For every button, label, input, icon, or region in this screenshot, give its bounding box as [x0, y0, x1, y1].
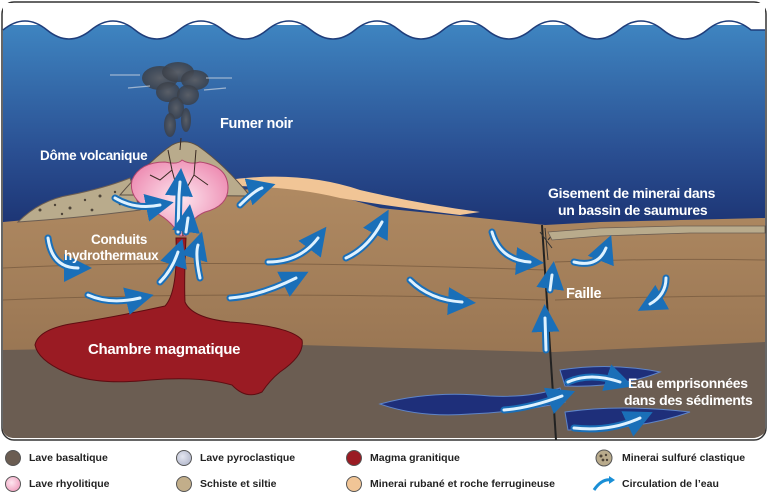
smoke-streaks [110, 74, 232, 91]
ore-icon [595, 449, 613, 467]
circulation-arrow-highlight [648, 276, 668, 306]
circulation-arrows [44, 168, 670, 437]
clastic-sulfide-ore [16, 177, 141, 223]
label-conduits: Conduits [91, 232, 147, 247]
label-faille: Faille [566, 286, 602, 302]
legend-item-magma-granitique: Magma granitique [346, 448, 460, 468]
circulation-arrow-highlight [344, 220, 384, 260]
circulation-arrow-highlight [86, 293, 142, 303]
legend-item-lave-pyroclastique: Lave pyroclastique [176, 448, 295, 468]
banded-ore [228, 176, 480, 215]
legend-label: Lave basaltique [29, 452, 108, 464]
circulation-arrow-highlight [228, 276, 298, 300]
magma-chamber [34, 237, 303, 396]
legend-item-minerai-sulfure: Minerai sulfuré clastique [592, 448, 745, 468]
circulation-arrow-highlight [548, 273, 554, 292]
circulation-arrow-highlight [543, 316, 548, 352]
legend-swatch-basalt [5, 450, 21, 466]
label-eau-1: Eau emprisonnées [628, 375, 748, 391]
black-smoker [142, 62, 209, 137]
legend-swatch-magma [346, 450, 362, 466]
label-fumer-noir: Fumer noir [220, 116, 293, 132]
legend: Lave basaltique Lave pyroclastique Magma… [0, 444, 768, 497]
circulation-arrow-highlight [184, 216, 190, 234]
legend-item-lave-basaltique: Lave basaltique [5, 448, 108, 468]
legend-label: Magma granitique [370, 452, 460, 464]
circulation-arrow-highlight [572, 416, 642, 431]
legend-label: Lave pyroclastique [200, 452, 296, 464]
circulation-arrow-highlight [490, 230, 532, 264]
circulation-arrow-highlight [566, 375, 622, 384]
legend-label: Circulation de l’eau [622, 478, 719, 490]
wave-crest [2, 20, 765, 40]
label-eau-2: dans des sédiments [624, 392, 753, 408]
legend-swatch-pyroclastic [176, 450, 192, 466]
circulation-arrow-highlight [195, 243, 202, 280]
sky [3, 3, 765, 25]
legend-item-circulation: Circulation de l’eau [592, 474, 719, 494]
circulation-arrow-highlight [266, 236, 320, 264]
legend-label: Minerai rubané et roche ferrugineuse [370, 478, 555, 490]
label-gisement-2: un bassin de saumures [558, 202, 708, 218]
legend-label: Lave rhyolitique [29, 478, 110, 490]
circulation-arrow-highlight [113, 196, 162, 208]
circulation-arrow-highlight [176, 180, 182, 234]
circulation-arrow-highlight [238, 186, 264, 207]
legend-swatch-shale [176, 476, 192, 492]
label-hydrothermaux: hydrothermaux [64, 248, 159, 263]
legend-label: Schiste et siltie [200, 478, 277, 490]
label-gisement-1: Gisement de minerai dans [548, 185, 716, 201]
circulation-arrow-highlight [158, 250, 180, 284]
legend-item-minerai-rubane: Minerai rubané et roche ferrugineuse [346, 474, 555, 494]
legend-item-lave-rhyolitique: Lave rhyolitique [5, 474, 110, 494]
legend-swatch-rhyolite [5, 476, 21, 492]
water-arrow-icon [592, 476, 615, 491]
circulation-arrow-highlight [408, 278, 464, 304]
label-dome-volcanique: Dôme volcanique [40, 148, 148, 163]
legend-item-schiste: Schiste et siltie [176, 474, 276, 494]
circulation-arrow-highlight [46, 236, 80, 270]
circulation-arrow-highlight [502, 394, 564, 412]
legend-swatch-banded-ore [346, 476, 362, 492]
circulation-arrow-highlight [572, 246, 608, 265]
label-chambre-magmatique: Chambre magmatique [88, 341, 240, 358]
brine-basin-deposit [547, 225, 766, 241]
legend-label: Minerai sulfuré clastique [622, 452, 746, 464]
